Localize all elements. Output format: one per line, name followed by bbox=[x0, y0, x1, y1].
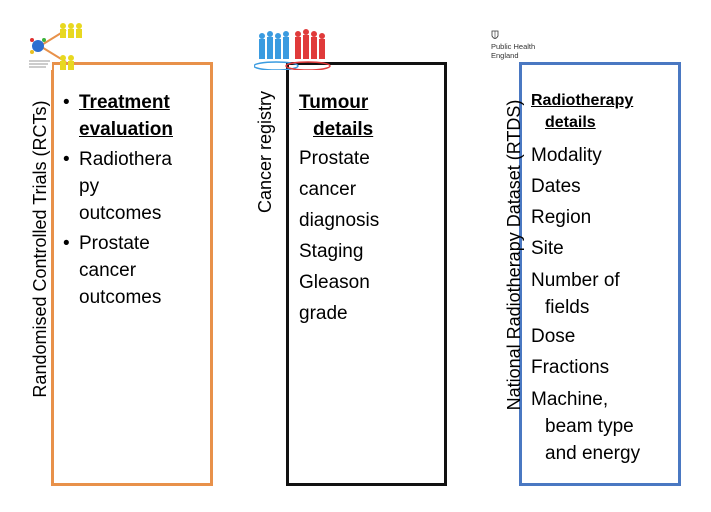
list-item: Machine, beam type and energy bbox=[531, 389, 641, 464]
list-item: Fractions bbox=[531, 357, 610, 378]
list-item: Region bbox=[531, 207, 592, 228]
public-health-england-logo: Public Health England bbox=[491, 30, 551, 70]
radiotherapy-details-heading: Radiotherapy details bbox=[531, 92, 634, 131]
rct-list: • Treatment evaluation • Radiothera py o… bbox=[63, 89, 211, 314]
rtds-list: Radiotherapy details Modality Dates Regi… bbox=[531, 90, 679, 467]
tumour-details-heading: Tumour details bbox=[299, 92, 374, 140]
list-item: Site bbox=[531, 238, 564, 259]
rtds-vertical-label: National Radiotherapy Dataset (RTDS) bbox=[504, 99, 524, 411]
rtds-box bbox=[519, 62, 681, 486]
list-item: • Prostate cancer outcomes bbox=[63, 233, 162, 308]
cancer-registry-box bbox=[286, 62, 447, 486]
rct-vertical-label: Randomised Controlled Trials (RCTs) bbox=[30, 100, 50, 398]
people-groups-icon bbox=[254, 29, 331, 70]
list-item: • Radiothera py outcomes bbox=[63, 149, 172, 224]
list-item: Dose bbox=[531, 326, 576, 347]
list-item: diagnosis bbox=[299, 210, 380, 231]
list-item: grade bbox=[299, 303, 348, 324]
list-item: Dates bbox=[531, 176, 581, 197]
list-item: Modality bbox=[531, 145, 602, 166]
list-item: Number of fields bbox=[531, 270, 620, 318]
rct-box bbox=[51, 62, 213, 486]
cancer-registry-vertical-label: Cancer registry bbox=[255, 90, 275, 214]
list-item: Gleason bbox=[299, 272, 370, 293]
list-item: • Treatment evaluation bbox=[63, 92, 173, 140]
cancer-registry-list: Tumour details Prostate cancer diagnosis… bbox=[299, 89, 445, 329]
list-item: cancer bbox=[299, 179, 357, 200]
list-item: Staging bbox=[299, 241, 364, 262]
list-item: Prostate bbox=[299, 148, 370, 169]
phe-crest-icon bbox=[491, 30, 499, 39]
treatment-evaluation-heading: Treatment evaluation bbox=[79, 92, 173, 140]
rct-diagram-icon bbox=[28, 23, 82, 70]
